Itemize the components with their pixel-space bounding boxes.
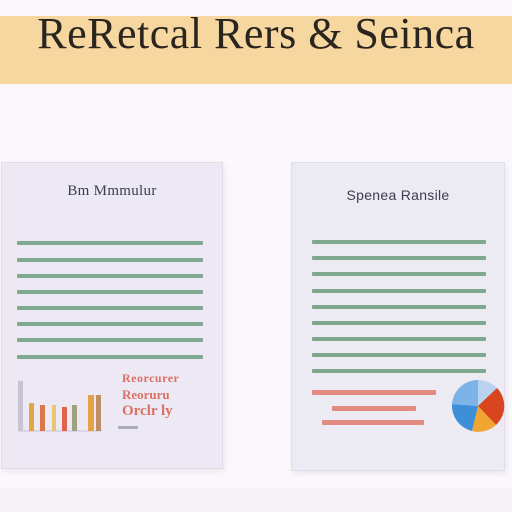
left-document-heading: Bm Mmmulur	[67, 183, 157, 199]
banner	[0, 16, 512, 84]
right-document-heading: Spenea Ransile	[346, 187, 450, 203]
red-text-line	[312, 390, 436, 395]
banner-title: ReRetcal Rers & Seinca	[37, 9, 475, 58]
text-line	[312, 305, 486, 309]
text-line	[312, 353, 486, 357]
text-line	[312, 256, 486, 260]
pie-chart-icon	[451, 379, 505, 432]
text-line	[17, 290, 203, 294]
text-line	[312, 289, 486, 293]
text-line	[17, 258, 203, 262]
text-line	[17, 241, 203, 245]
footer	[0, 488, 512, 512]
right-document: Spenea Ransile	[292, 163, 505, 470]
text-line	[312, 369, 486, 373]
text-line	[17, 322, 203, 326]
left-side-label: Reorcurer	[122, 371, 180, 385]
text-line	[17, 274, 203, 278]
text-line	[17, 338, 203, 342]
bar-chart-icon	[18, 381, 102, 432]
chart-caption-line	[118, 426, 138, 429]
red-text-line	[332, 406, 416, 411]
left-side-text-2: Orclr ly	[122, 403, 173, 419]
left-document: Bm Mmmulur Reorcurer Reoruru Orclr ly	[2, 163, 222, 468]
left-side-text-1: Reoruru	[122, 387, 170, 402]
text-line	[312, 321, 486, 325]
red-text-line	[322, 420, 424, 425]
text-line	[312, 272, 486, 276]
text-line	[17, 306, 203, 310]
text-line	[312, 240, 486, 244]
text-line	[17, 355, 203, 359]
text-line	[312, 337, 486, 341]
